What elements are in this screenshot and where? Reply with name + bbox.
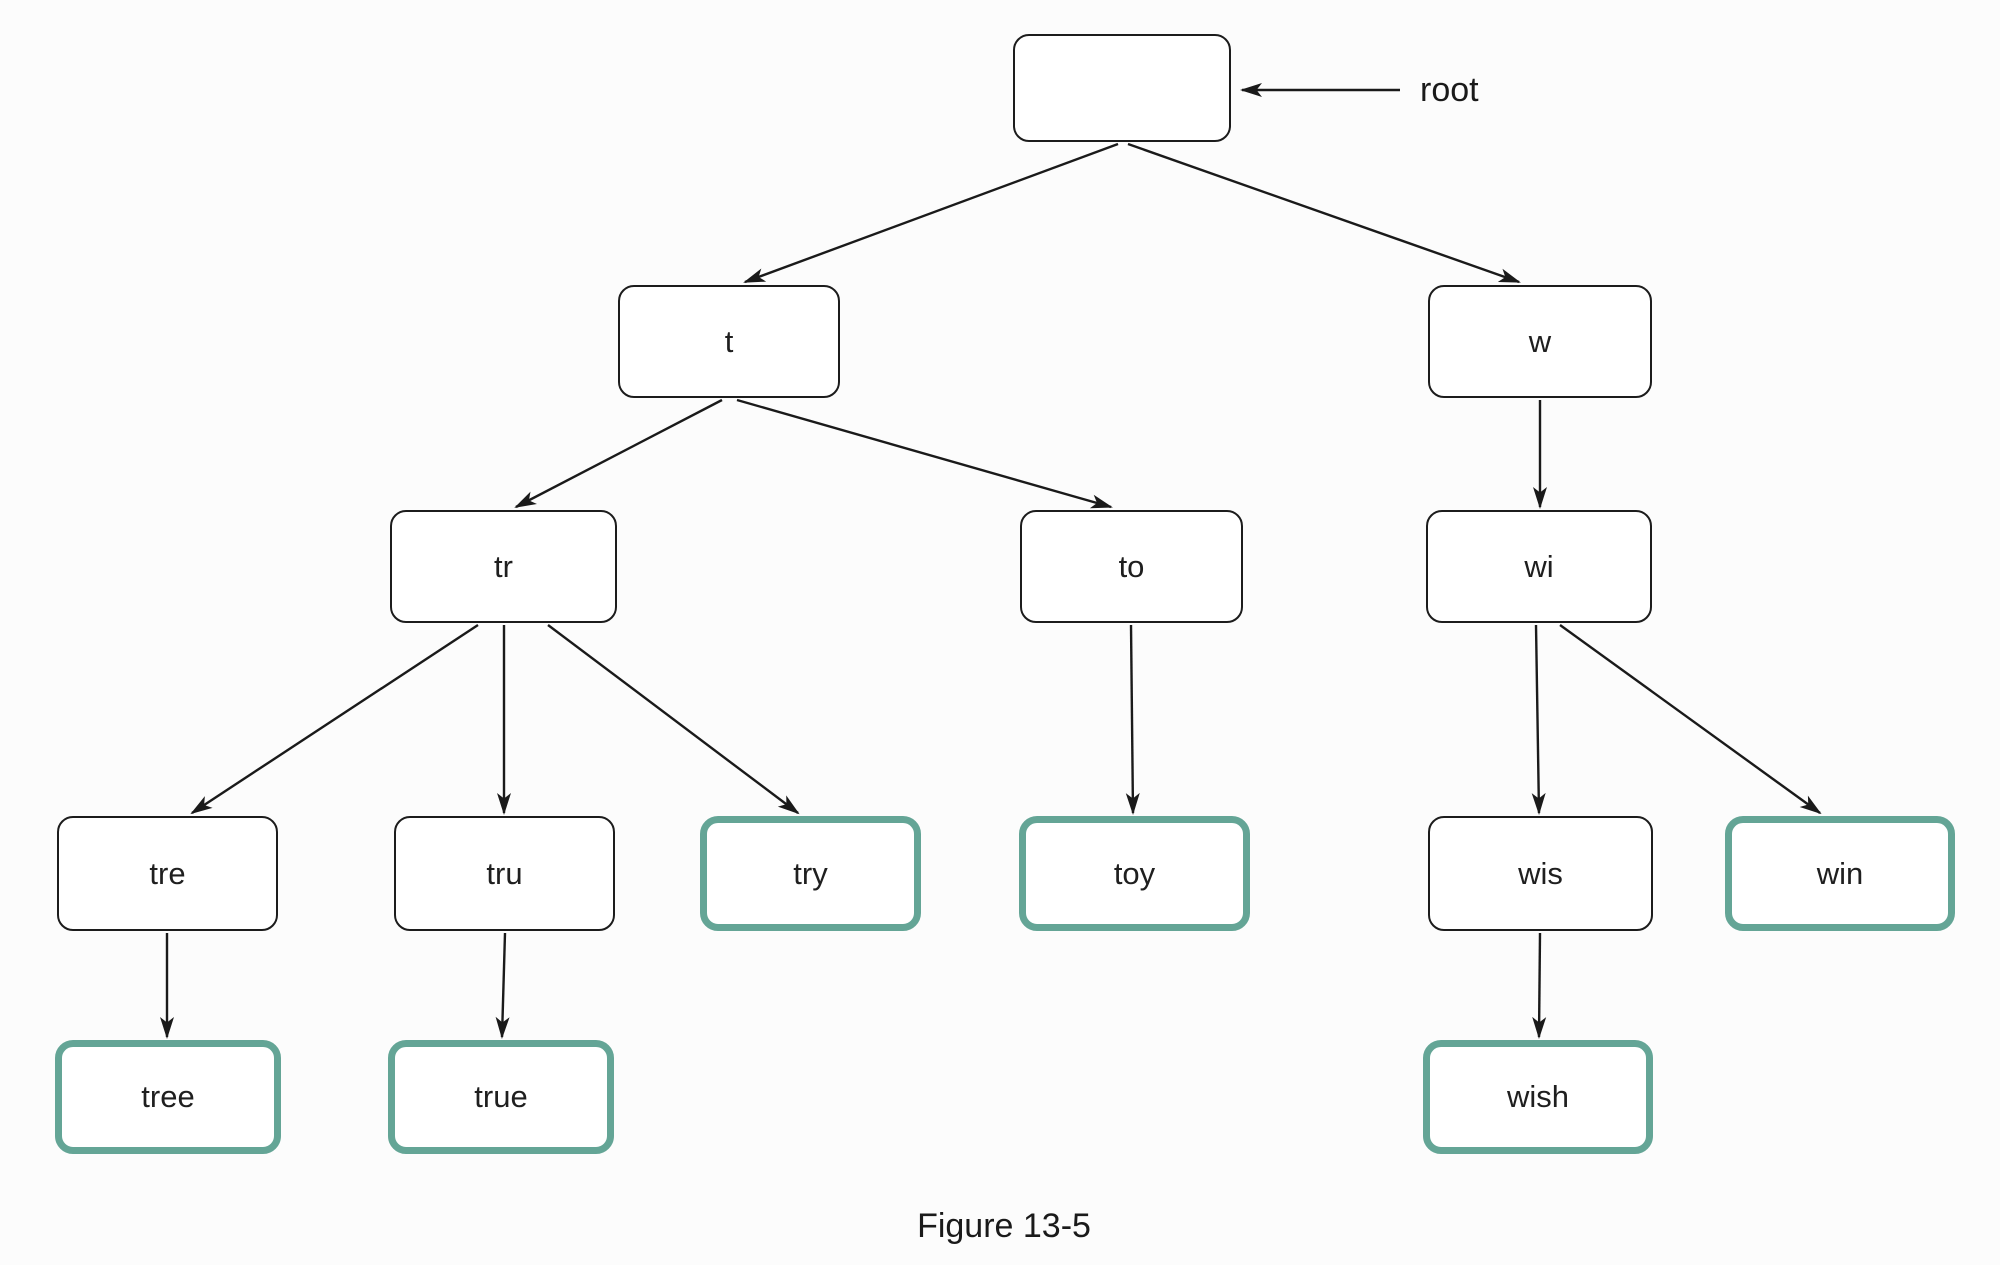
trie-node-tru: tru [394, 816, 615, 931]
edge-tr-try [547, 624, 800, 815]
edge-t-to [736, 398, 1113, 509]
node-label: tru [486, 855, 523, 891]
edge-root-w [1127, 142, 1521, 284]
trie-node-wi: wi [1426, 510, 1652, 623]
trie-node-win-word: win [1725, 816, 1955, 931]
edge-tr-tre [190, 623, 479, 815]
trie-node-t: t [618, 285, 840, 398]
edge-wi-win [1559, 624, 1822, 815]
trie-node-tree-word: tree [55, 1040, 281, 1154]
node-label: tree [141, 1079, 195, 1114]
node-label: tre [149, 855, 186, 891]
trie-node-to: to [1020, 510, 1243, 623]
edge-t-tr [514, 398, 723, 509]
edge-root-t [743, 142, 1119, 284]
trie-node-w: w [1428, 285, 1652, 398]
root-pointer-label: root [1420, 71, 1479, 109]
trie-node-wish-word: wish [1423, 1040, 1653, 1154]
node-label: t [724, 323, 734, 359]
node-label: try [793, 855, 828, 891]
node-label: true [474, 1079, 528, 1114]
edge-wis-wish [1532, 932, 1547, 1039]
trie-node-true-word: true [388, 1040, 614, 1154]
trie-node-try-word: try [700, 816, 921, 931]
node-label: wish [1506, 1079, 1569, 1114]
node-label: tr [494, 548, 513, 584]
edge-to-toy [1125, 624, 1140, 815]
figure-caption: Figure 13-5 [917, 1207, 1091, 1245]
trie-node-tre: tre [57, 816, 278, 931]
trie-node-tr: tr [390, 510, 617, 623]
edge-wi-wis [1531, 624, 1546, 815]
node-label: to [1118, 548, 1145, 584]
node-label: w [1528, 323, 1552, 359]
trie-node-wis: wis [1428, 816, 1653, 931]
node-label: win [1816, 855, 1864, 891]
node-label: toy [1113, 855, 1156, 891]
node-label: wis [1518, 855, 1563, 891]
trie-node-toy-word: toy [1019, 816, 1250, 931]
node-label: wi [1524, 548, 1554, 584]
edge-tru-true [495, 932, 510, 1039]
trie-node-root [1013, 34, 1231, 142]
